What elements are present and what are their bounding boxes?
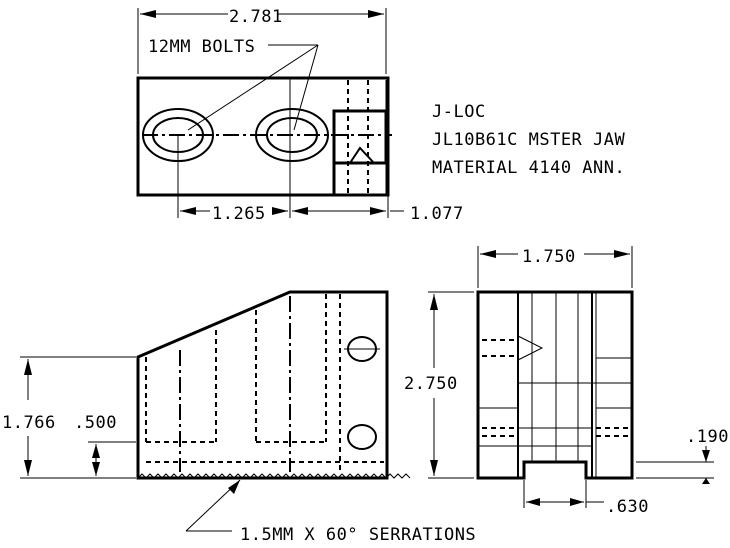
dim-end-height: 2.750 [404, 374, 458, 394]
title-line-1: J-LOC [432, 102, 486, 122]
top-view: 2.781 12MM BOLTS 1.265 1.077 [136, 7, 464, 224]
bolt-note: 12MM BOLTS [148, 37, 255, 57]
dim-key-depth: .190 [686, 427, 729, 447]
title-line-2: JL10B61C MSTER JAW [432, 130, 625, 150]
serration-note: 1.5MM X 60° SERRATIONS [240, 525, 476, 545]
dim-edge-offset: 1.077 [410, 204, 464, 224]
top-view-slot [332, 109, 388, 165]
end-view: 1.750 2.750 .190 .630 [404, 246, 729, 517]
side-hole-upper [344, 336, 380, 362]
title-line-3: MATERIAL 4140 ANN. [432, 158, 625, 178]
title-block: J-LOC JL10B61C MSTER JAW MATERIAL 4140 A… [432, 102, 625, 178]
dim-overall-width: 2.781 [229, 7, 283, 27]
top-view-outline [136, 76, 390, 197]
dim-side-height: 1.766 [2, 413, 56, 433]
dim-bolt-spacing: 1.265 [212, 204, 266, 224]
dim-end-width: 1.750 [522, 247, 576, 267]
side-view: 1.766 .500 1.5MM X 60° SERRATIONS [2, 290, 476, 545]
dim-step-height: .500 [74, 413, 117, 433]
end-view-outline [476, 290, 634, 480]
side-view-outline [136, 290, 389, 480]
serrations [137, 473, 411, 479]
side-hole-lower [347, 424, 377, 450]
dim-key-width: .630 [606, 497, 649, 517]
